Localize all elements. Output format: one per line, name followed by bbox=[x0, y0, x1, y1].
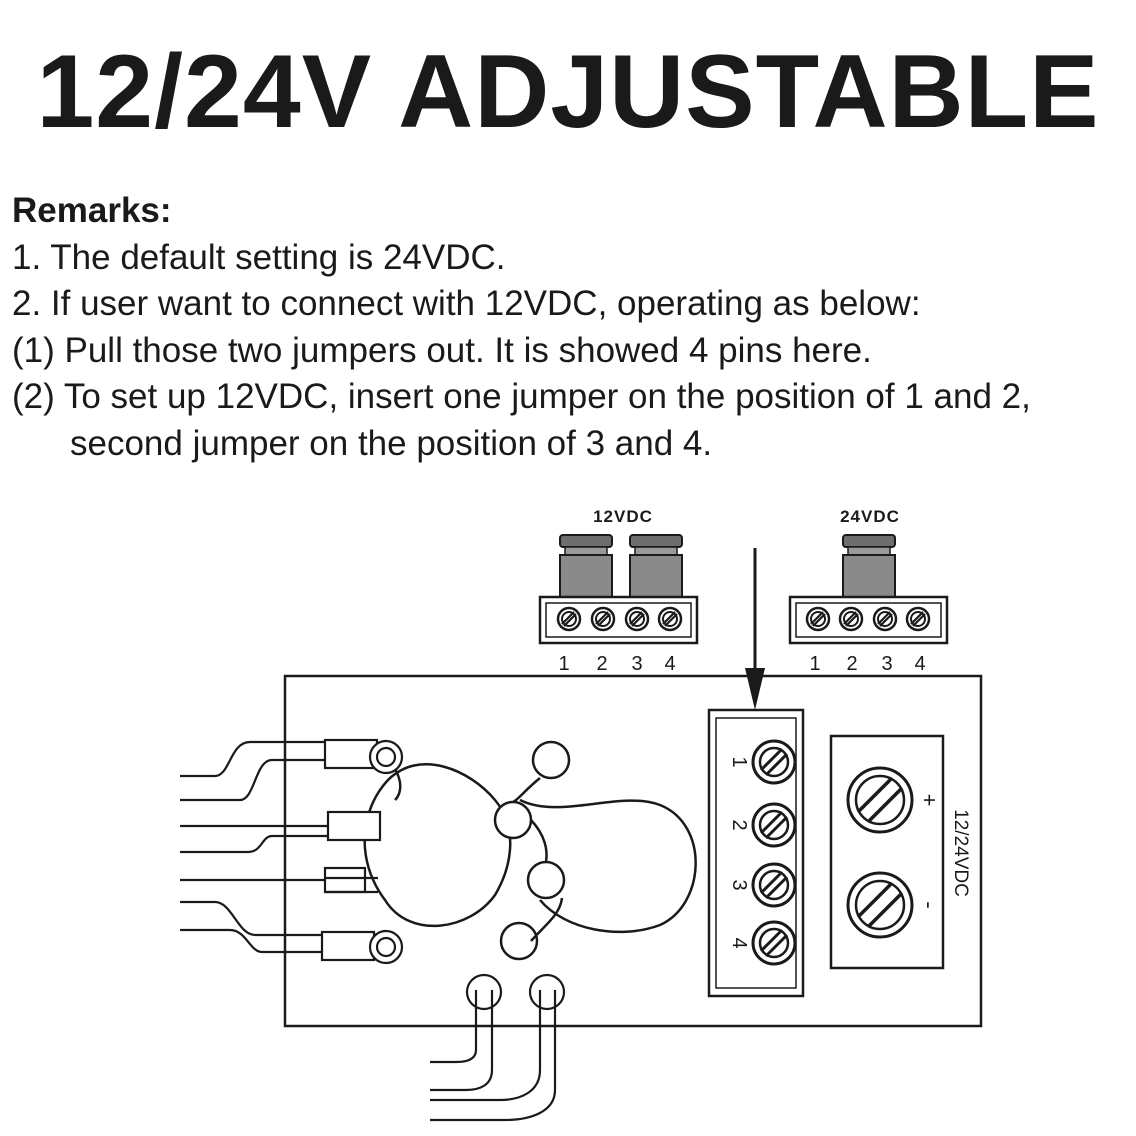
board-pin-label-2: 2 bbox=[728, 819, 750, 830]
remarks-heading: Remarks: bbox=[12, 191, 172, 230]
pointer-arrow bbox=[745, 548, 765, 710]
pin-label-24-2: 2 bbox=[846, 653, 857, 675]
remark-line-4: (2) To set up 12VDC, insert one jumper o… bbox=[12, 377, 1031, 416]
jumper-12-1-2 bbox=[559, 534, 613, 602]
remark-line-1: 1. The default setting is 24VDC. bbox=[12, 237, 506, 277]
pin-label-24-4: 4 bbox=[914, 653, 925, 675]
remarks-block: Remarks: 1. The default setting is 24VDC… bbox=[12, 188, 1031, 467]
page-title: 12/24V ADJUSTABLE bbox=[36, 34, 1100, 150]
remark-line-3: (1) Pull those two jumpers out. It is sh… bbox=[12, 330, 872, 370]
input-lead-wires bbox=[180, 738, 404, 965]
terminal-12vdc: 12VDC 1 2 3 4 bbox=[538, 507, 699, 675]
pin-label-12-4: 4 bbox=[664, 653, 675, 675]
board-pin-header: 1 2 3 4 bbox=[707, 708, 805, 998]
label-24vdc: 24VDC bbox=[840, 507, 900, 526]
board-outline bbox=[283, 674, 983, 1028]
board-pin-label-1: 1 bbox=[728, 756, 750, 767]
board-pin-label-4: 4 bbox=[728, 937, 750, 948]
remark-line-5: second jumper on the position of 3 and 4… bbox=[70, 423, 713, 463]
jumper-12-3-4 bbox=[629, 534, 683, 602]
transformer-outline bbox=[363, 740, 697, 961]
label-12vdc: 12VDC bbox=[593, 507, 653, 526]
pin-label-24-3: 3 bbox=[881, 653, 892, 675]
plus-sign: + bbox=[917, 794, 942, 807]
output-voltage-label: 12/24VDC bbox=[950, 809, 971, 897]
bottom-lead-wires bbox=[430, 973, 566, 1122]
remark-line-2: 2. If user want to connect with 12VDC, o… bbox=[12, 284, 921, 323]
terminal-24vdc: 24VDC 1 2 3 4 bbox=[788, 507, 949, 675]
board-pin-label-3: 3 bbox=[728, 879, 750, 890]
jumper-24-2-3 bbox=[842, 534, 896, 602]
pin-label-24-1: 1 bbox=[809, 653, 820, 675]
minus-sign: - bbox=[917, 901, 942, 908]
pin-label-12-2: 2 bbox=[596, 653, 607, 675]
pin-label-12-3: 3 bbox=[631, 653, 642, 675]
pin-label-12-1: 1 bbox=[558, 653, 569, 675]
output-terminal: + - 12/24VDC bbox=[829, 734, 971, 970]
